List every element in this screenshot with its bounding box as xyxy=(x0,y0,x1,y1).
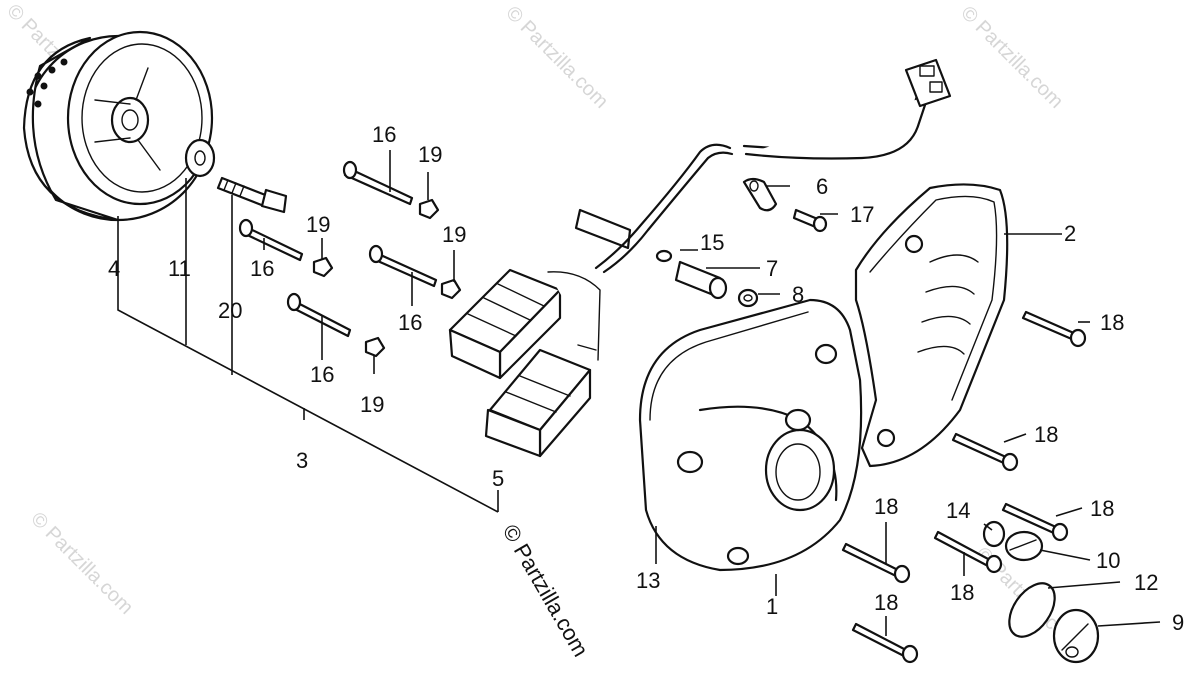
callout-19-top: 19 xyxy=(418,142,442,167)
callout-8: 8 xyxy=(792,282,804,307)
screw-part-17 xyxy=(792,208,828,233)
nuts-part-19 xyxy=(312,198,462,358)
screws-part-18 xyxy=(841,310,1087,664)
callout-13: 13 xyxy=(636,568,660,593)
callout-15: 15 xyxy=(700,230,724,255)
callout-16-bottom: 16 xyxy=(310,362,334,387)
callout-9: 9 xyxy=(1172,610,1184,635)
cap-part-9 xyxy=(1052,608,1100,664)
clamp-part-6 xyxy=(742,177,778,212)
callout-18-right-lower: 18 xyxy=(1090,496,1114,521)
plug-part-10 xyxy=(1004,530,1044,562)
sensor-part-7 xyxy=(674,260,728,300)
callout-18-lower: 18 xyxy=(950,580,974,605)
callout-20: 20 xyxy=(218,298,242,323)
callout-labels: 1 2 3 4 5 6 7 8 9 10 11 12 13 14 15 16 1… xyxy=(108,122,1184,635)
watermark-top-right: © Partzilla.com xyxy=(956,2,1067,113)
o-ring-part-12 xyxy=(1008,582,1056,638)
callout-12: 12 xyxy=(1134,570,1158,595)
callout-3: 3 xyxy=(296,448,308,473)
callout-1: 1 xyxy=(766,594,778,619)
callout-11: 11 xyxy=(168,256,191,281)
stator-coils-part-5 xyxy=(448,268,601,458)
callout-18-right-middle: 18 xyxy=(1034,422,1058,447)
watermark-top-center: © Partzilla.com xyxy=(501,2,612,113)
callout-16-left: 16 xyxy=(250,256,274,281)
screws-part-16 xyxy=(238,160,438,338)
sprocket-cover-part-2 xyxy=(854,183,1009,468)
nut-part-8 xyxy=(737,288,759,308)
callout-19-left: 19 xyxy=(306,212,330,237)
wiring-harness xyxy=(574,58,952,274)
crankcase-cover-part-1 xyxy=(638,298,863,572)
callout-19-bottom: 19 xyxy=(360,392,384,417)
callout-2: 2 xyxy=(1064,221,1076,246)
watermark-bottom-left: © Partzilla.com xyxy=(26,508,137,619)
flywheel-rotor xyxy=(22,30,214,222)
callout-16-top: 16 xyxy=(372,122,396,147)
callout-18-center: 18 xyxy=(874,494,898,519)
callout-16-middle: 16 xyxy=(398,310,422,335)
callout-19-middle: 19 xyxy=(442,222,466,247)
o-ring-part-15 xyxy=(655,249,673,263)
leader-lines xyxy=(117,150,1161,636)
callout-14: 14 xyxy=(946,498,970,523)
callout-10: 10 xyxy=(1096,548,1120,573)
washer-part-11 xyxy=(184,138,216,178)
callout-6: 6 xyxy=(816,174,828,199)
callout-4: 4 xyxy=(108,256,120,281)
copyright-text: © Partzilla.com xyxy=(498,520,594,661)
flywheel-bolt-part-20 xyxy=(216,176,288,214)
callout-18-right-top: 18 xyxy=(1100,310,1124,335)
callout-7: 7 xyxy=(766,256,778,281)
callout-5: 5 xyxy=(492,466,504,491)
callout-18-bottom: 18 xyxy=(874,590,898,615)
callout-17: 17 xyxy=(850,202,874,227)
